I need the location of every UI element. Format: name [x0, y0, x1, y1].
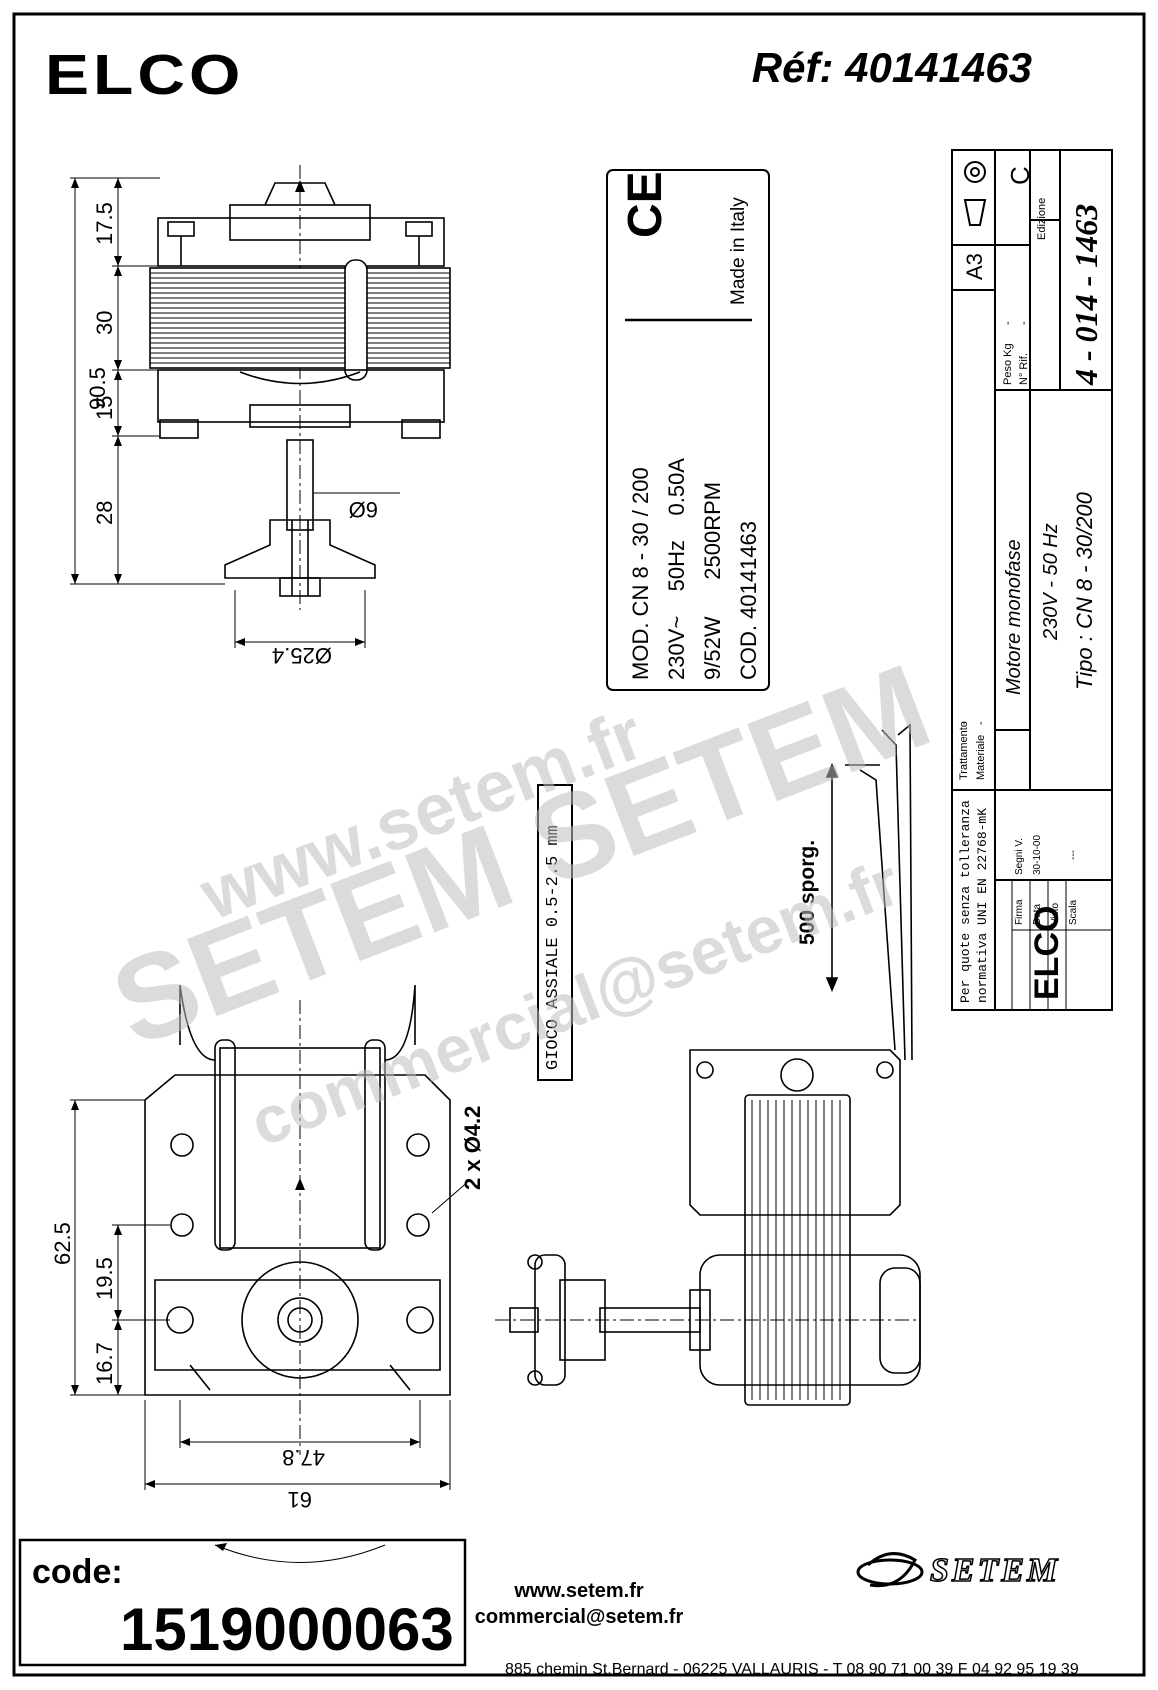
tb-peso-value: - — [1002, 321, 1014, 325]
tb-materiale-label: Materiale — [975, 734, 987, 780]
dim-hub-diameter: Ø25.4 — [272, 643, 332, 668]
dim-shaft-diameter: 6Ø — [348, 497, 378, 522]
footer-website[interactable]: www.setem.fr — [514, 1580, 644, 1602]
nameplate-electrical: 230V~ 50Hz 0.50A — [664, 458, 689, 680]
front-view-motor — [70, 984, 471, 1563]
tb-drawing-number: 4 - 014 - 1463 — [1068, 203, 1104, 385]
nameplate-frame — [606, 169, 770, 691]
code-box — [18, 1538, 467, 1667]
dim-shaft-length: 28 — [92, 500, 117, 525]
dim-front-height: 62.5 — [50, 1222, 75, 1265]
top-view-motor — [495, 1049, 921, 1406]
made-in-italy: Made in Italy — [728, 197, 749, 305]
outer-frame — [12, 12, 1146, 1677]
dim-hole-offset: 19.5 — [92, 1257, 117, 1300]
tb-tolerance-line1: Per quote senza tolleranza — [958, 800, 973, 1003]
tb-materiale-value: - — [975, 721, 987, 725]
footer-address: 885 chemin St.Bernard - 06225 VALLAURIS … — [505, 1661, 1079, 1678]
tb-trattamento-value: - — [958, 721, 970, 725]
tb-firma-value: Segni V. — [1014, 838, 1025, 875]
tb-scala-value: --- — [1068, 850, 1079, 860]
dim-top-height: 17.5 — [92, 202, 117, 245]
side-view-motor — [70, 165, 451, 648]
tb-nrif-value: - — [1018, 321, 1030, 325]
product-code: 1519000063 — [120, 1596, 454, 1663]
ce-mark: CE — [619, 171, 672, 238]
tb-trattamento-label: Trattamento — [958, 721, 970, 780]
tb-firma-label: Firma — [1014, 899, 1025, 925]
tb-edition: C — [1005, 166, 1035, 185]
tb-scala-label: Scala — [1068, 899, 1079, 925]
dim-lower-height: 15 — [92, 395, 117, 420]
tb-format: A3 — [962, 253, 987, 280]
nameplate-model: MOD. CN 8 - 30 / 200 — [628, 467, 653, 680]
footer-email[interactable]: commercial@setem.fr — [474, 1606, 684, 1628]
dim-base-offset: 16.7 — [92, 1342, 117, 1385]
setem-logo: SETEM — [929, 1551, 1061, 1590]
tb-elco-logo: ELCO — [1028, 905, 1066, 1000]
nameplate-power: 9/52W 2500RPM — [700, 481, 725, 680]
dim-overall-width: 61 — [287, 1487, 312, 1512]
tb-edition-label: Edizione — [1036, 197, 1048, 240]
tb-voltage: 230V - 50 Hz — [1040, 523, 1062, 640]
dim-mounting-holes: 2 x Ø4.2 — [460, 1105, 485, 1190]
axial-play-box — [537, 784, 573, 1081]
reference-number: Réf: 40141463 — [751, 44, 1032, 91]
tb-description: Motore monofase — [1003, 539, 1025, 695]
tb-tolerance-line2: normativa UNI EN 22768-mK — [975, 807, 990, 1003]
tb-nrif-label: N° Rif. — [1018, 353, 1030, 385]
code-label: code: — [32, 1553, 123, 1591]
tb-peso-label: Peso Kg — [1002, 343, 1014, 385]
nameplate-code: COD. 40141463 — [736, 521, 761, 680]
tb-type: Tipo : CN 8 - 30/200 — [1072, 492, 1097, 690]
dim-hole-spacing: 47.8 — [282, 1445, 325, 1470]
lead-wires — [825, 723, 913, 1061]
tb-data-value: 30-10-00 — [1032, 834, 1043, 875]
dim-stator-height: 30 — [92, 310, 117, 335]
elco-logo: ELCO — [45, 42, 245, 106]
setem-swirl-logo — [856, 1552, 924, 1588]
title-block-frame — [951, 149, 1113, 1011]
